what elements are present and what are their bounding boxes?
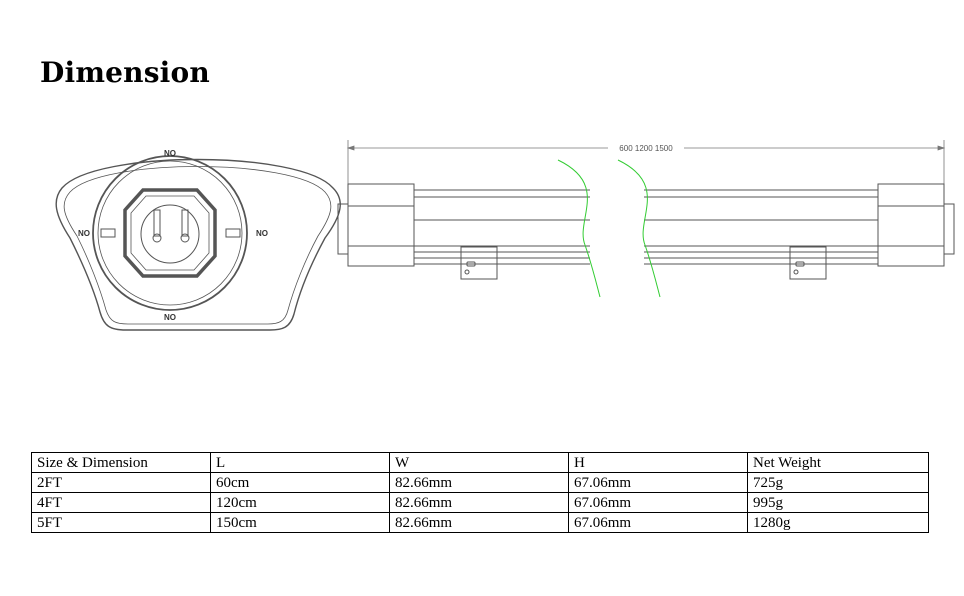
- table-cell: 2FT: [31, 472, 211, 493]
- table-cell: 82.66mm: [389, 492, 569, 513]
- table-cell: 82.66mm: [389, 512, 569, 533]
- table-cell: 1280g: [747, 512, 929, 533]
- table-cell: 725g: [747, 472, 929, 493]
- right-mark-label: NO: [256, 229, 268, 238]
- dimension-line: [346, 140, 946, 184]
- table-row: 5FT 150cm 82.66mm 67.06mm 1280g: [31, 512, 929, 533]
- left-mark-label: NO: [78, 229, 90, 238]
- table-row: 4FT 120cm 82.66mm 67.06mm 995g: [31, 492, 929, 513]
- table-cell: 4FT: [31, 492, 211, 513]
- technical-drawing: NO NO NO NO 600 1200 1500: [55, 140, 955, 331]
- table-cell: 60cm: [210, 472, 390, 493]
- page-title: Dimension: [40, 56, 210, 89]
- length-dimension-label: 600 1200 1500: [619, 144, 673, 153]
- table-cell: 5FT: [31, 512, 211, 533]
- table-row: 2FT 60cm 82.66mm 67.06mm 725g: [31, 472, 929, 493]
- table-cell: 82.66mm: [389, 472, 569, 493]
- table-cell: 150cm: [210, 512, 390, 533]
- end-view-drawing: [55, 155, 341, 331]
- header-cell: W: [389, 452, 569, 473]
- table-cell: 67.06mm: [568, 472, 748, 493]
- table-header-row: Size & Dimension L W H Net Weight: [31, 452, 929, 473]
- break-lines: [557, 159, 661, 298]
- tube-side-view: [337, 183, 955, 280]
- dimension-table: Size & Dimension L W H Net Weight 2FT 60…: [31, 452, 929, 533]
- top-mark-label: NO: [164, 149, 176, 158]
- header-cell: H: [568, 452, 748, 473]
- header-cell: L: [210, 452, 390, 473]
- table-cell: 995g: [747, 492, 929, 513]
- table-cell: 67.06mm: [568, 512, 748, 533]
- table-cell: 67.06mm: [568, 492, 748, 513]
- table-cell: 120cm: [210, 492, 390, 513]
- header-cell: Size & Dimension: [31, 452, 211, 473]
- bottom-mark-label: NO: [164, 313, 176, 322]
- header-cell: Net Weight: [747, 452, 929, 473]
